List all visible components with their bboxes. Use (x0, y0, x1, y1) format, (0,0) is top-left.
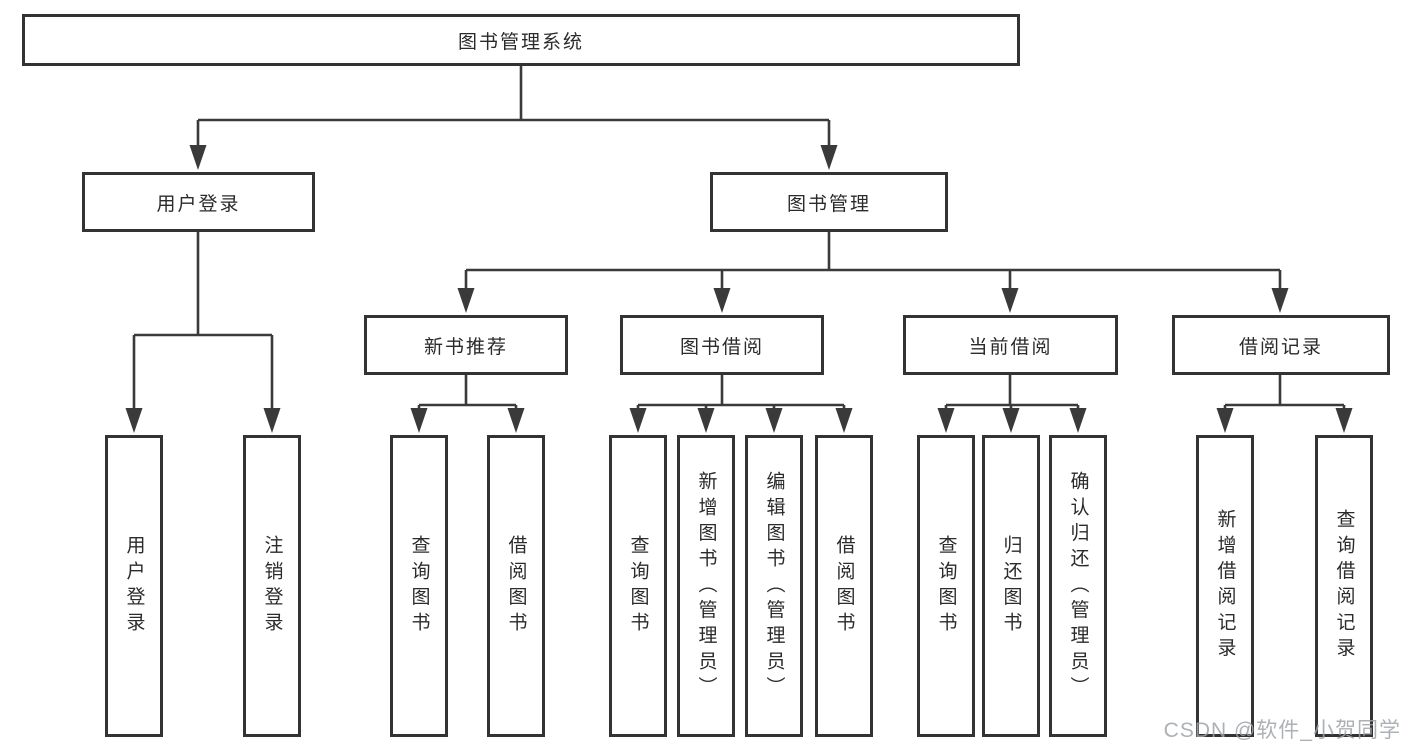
leaf-label: 查询图书 (408, 534, 430, 638)
leaf-search-borrow-record: 查询借阅记录 (1315, 435, 1373, 737)
leaf-search-books-borrow: 查询图书 (609, 435, 667, 737)
csdn-watermark: CSDN @软件_小贺同学 (1163, 719, 1401, 742)
node-book-management: 图书管理 (710, 172, 948, 232)
leaf-label: 查询图书 (935, 534, 957, 638)
leaf-return-books: 归还图书 (982, 435, 1040, 737)
leaf-label: 用户登录 (123, 534, 145, 638)
leaf-label: 新增图书（管理员） (695, 470, 717, 702)
leaf-label: 借阅图书 (505, 534, 527, 638)
node-label: 新书推荐 (423, 336, 508, 358)
node-label: 图书借阅 (679, 336, 764, 358)
node-label: 用户登录 (156, 193, 241, 215)
node-borrow-records: 借阅记录 (1172, 315, 1390, 375)
node-user-login: 用户登录 (82, 172, 315, 232)
node-book-borrow: 图书借阅 (620, 315, 824, 375)
leaf-add-borrow-record: 新增借阅记录 (1196, 435, 1254, 737)
node-current-borrow: 当前借阅 (903, 315, 1118, 375)
leaf-add-books-admin: 新增图书（管理员） (677, 435, 735, 737)
node-label: 图书管理 (786, 193, 871, 215)
leaf-label: 查询借阅记录 (1333, 509, 1355, 663)
leaf-label: 新增借阅记录 (1214, 509, 1236, 663)
leaf-search-books-current: 查询图书 (917, 435, 975, 737)
leaf-user-login: 用户登录 (105, 435, 163, 737)
leaf-label: 确认归还（管理员） (1067, 470, 1089, 702)
leaf-borrow-books-recommend: 借阅图书 (487, 435, 545, 737)
node-label: 图书管理系统 (457, 31, 584, 53)
leaf-search-books-recommend: 查询图书 (390, 435, 448, 737)
node-new-book-recommend: 新书推荐 (364, 315, 568, 375)
leaf-label: 归还图书 (1000, 534, 1022, 638)
leaf-label: 编辑图书（管理员） (763, 470, 785, 702)
leaf-edit-books-admin: 编辑图书（管理员） (745, 435, 803, 737)
leaf-label: 查询图书 (627, 534, 649, 638)
leaf-label: 注销登录 (261, 534, 283, 638)
node-library-system: 图书管理系统 (22, 14, 1020, 66)
leaf-label: 借阅图书 (833, 534, 855, 638)
node-label: 借阅记录 (1238, 336, 1323, 358)
leaf-borrow-books: 借阅图书 (815, 435, 873, 737)
arrowhead-icons (125, 145, 1353, 433)
node-label: 当前借阅 (968, 336, 1053, 358)
leaf-confirm-return-admin: 确认归还（管理员） (1049, 435, 1107, 737)
leaf-logout: 注销登录 (243, 435, 301, 737)
